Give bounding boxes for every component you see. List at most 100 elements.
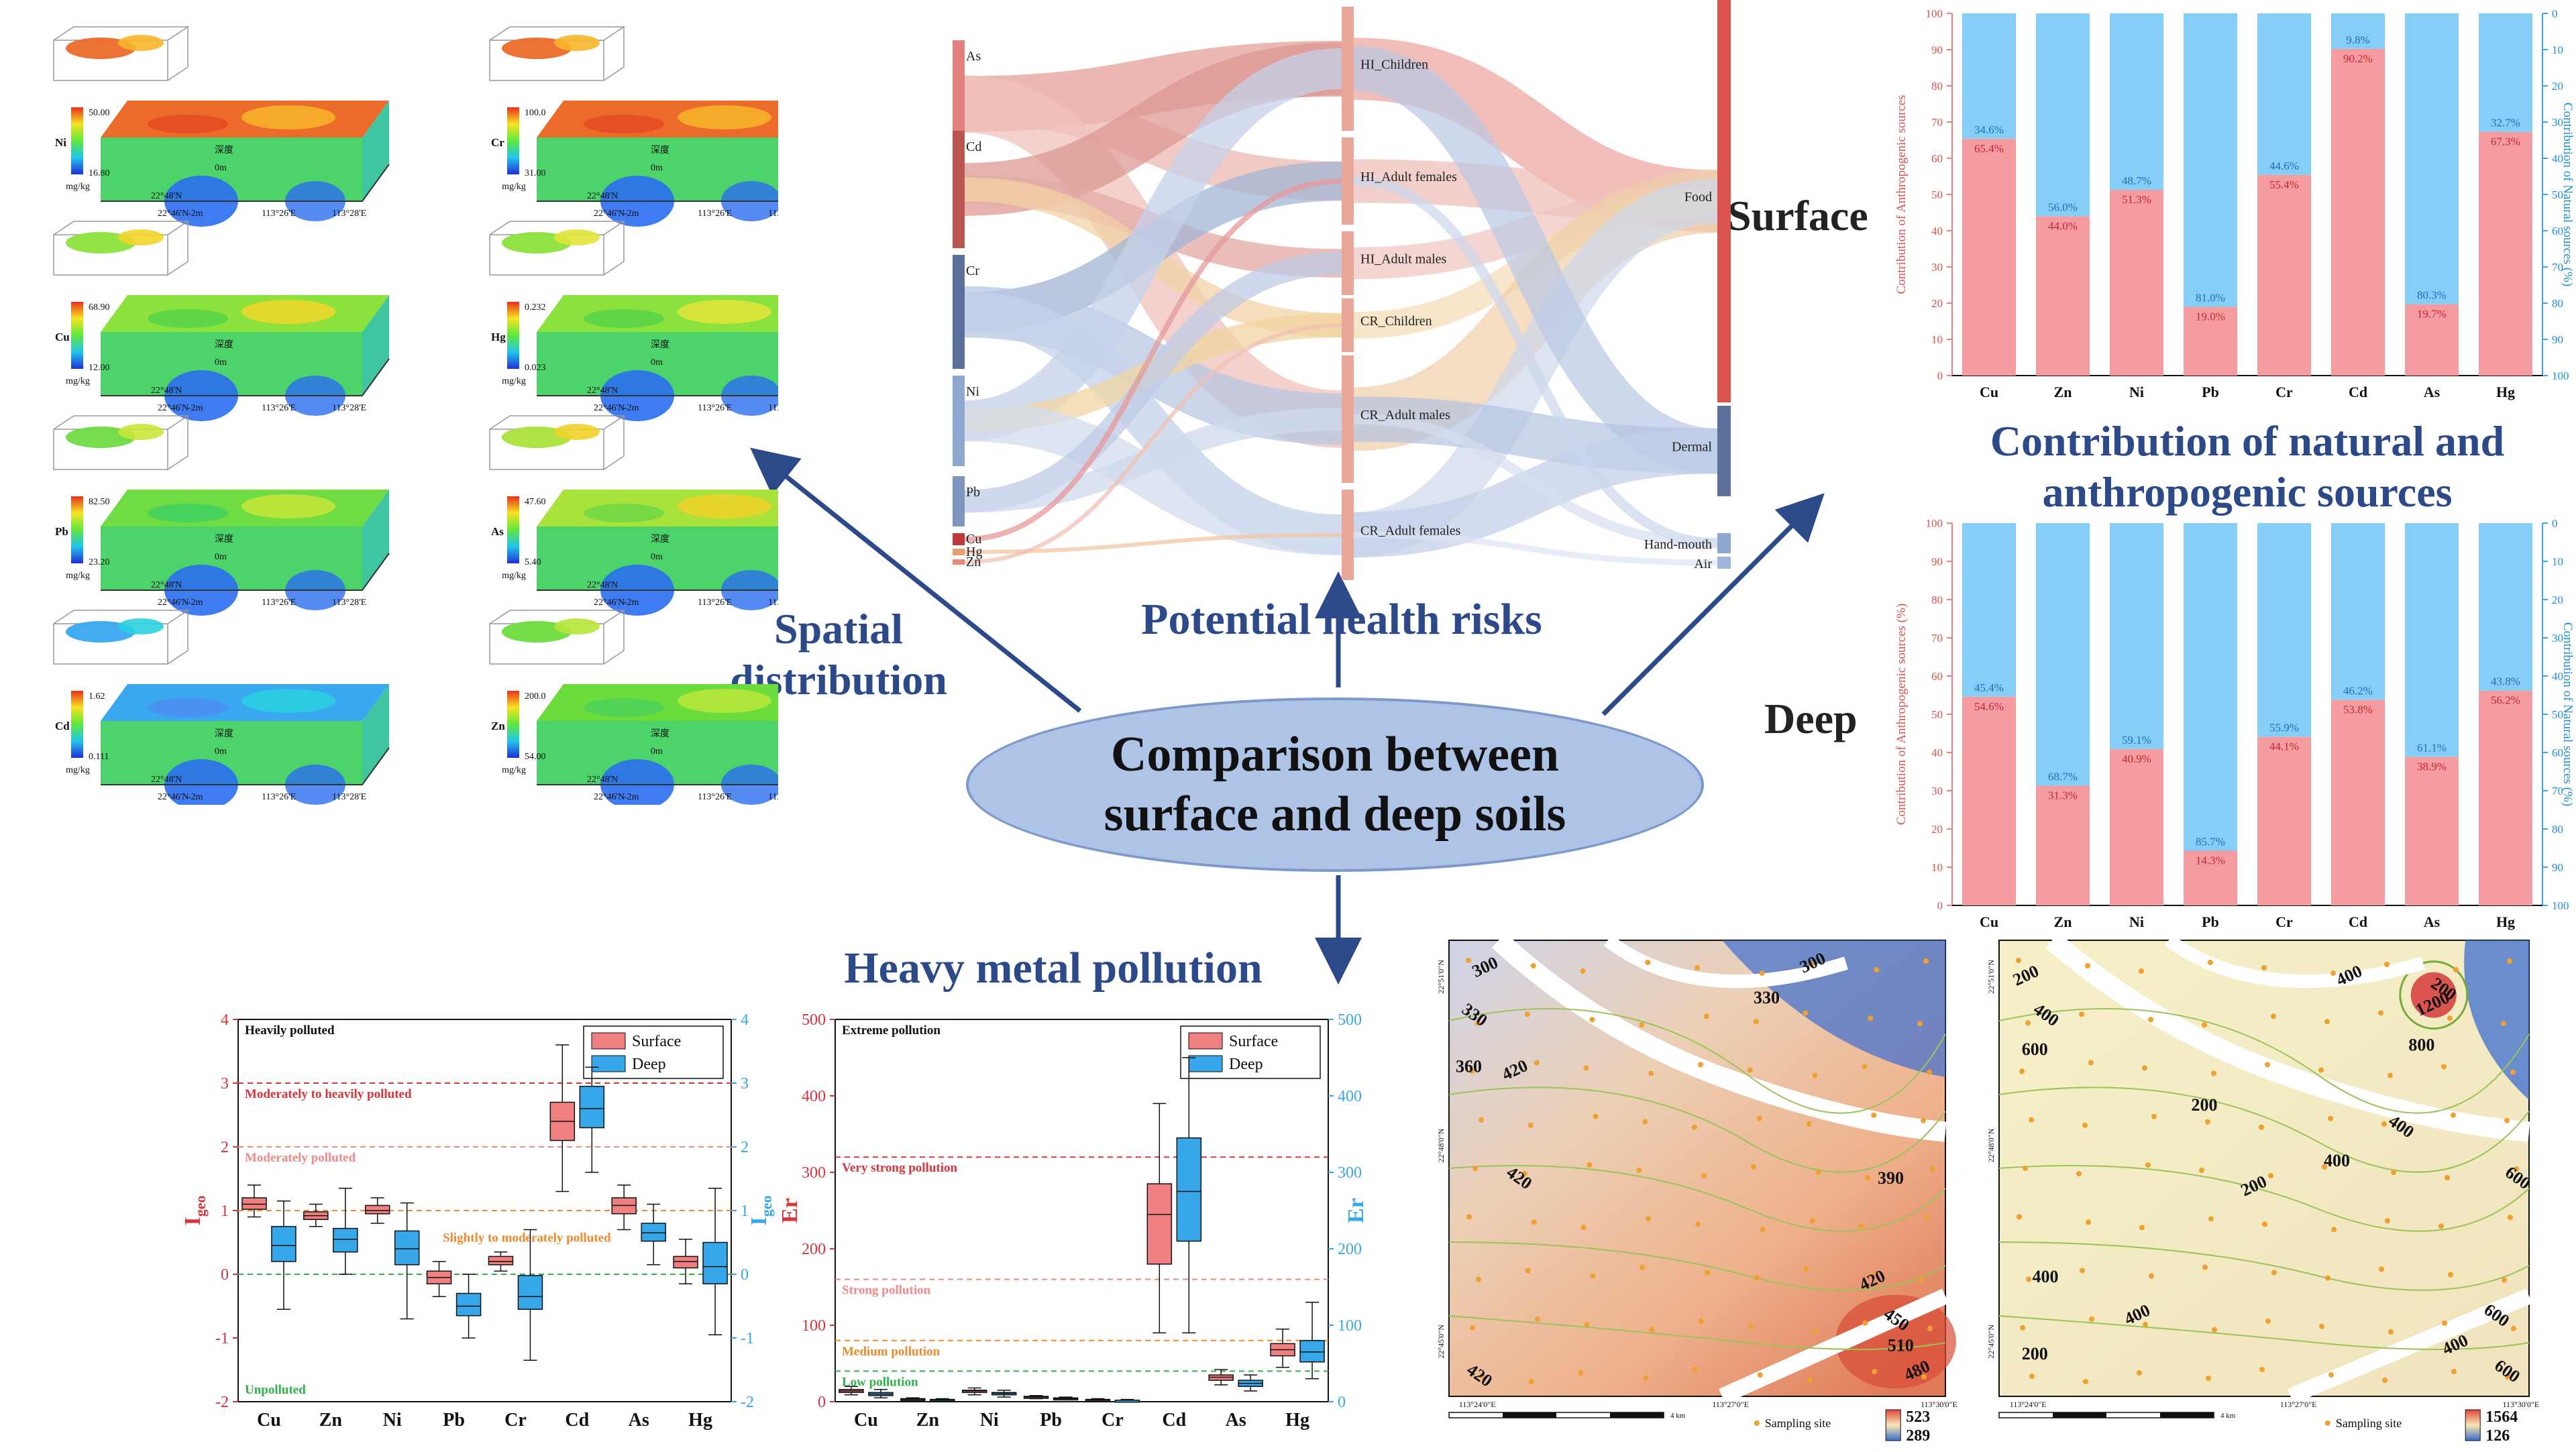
map-sampling-point <box>2023 1166 2028 1171</box>
map-sampling-point <box>1921 1117 1926 1123</box>
map3d-d2-label: -2m <box>624 403 639 413</box>
bar-anthropogenic <box>2257 174 2311 376</box>
map-sampling-point <box>2441 1064 2447 1070</box>
map3d-d2-label: -2m <box>624 209 639 219</box>
map-sampling-point <box>1862 1064 1868 1070</box>
bar-label-natural: 59.1% <box>2122 734 2151 746</box>
box-threshold-label: Slightly to moderately polluted <box>443 1231 611 1245</box>
map-sampling-point <box>2382 1378 2387 1383</box>
center-line-1: Comparison between <box>1110 727 1560 783</box>
map-hot-spot <box>2410 972 2457 1018</box>
bar-label-natural: 43.8% <box>2491 675 2520 688</box>
map-sampling-point <box>1701 1173 1707 1178</box>
map-sampling-point <box>2381 1121 2387 1127</box>
bar-label-natural: 68.7% <box>2048 771 2078 783</box>
map3d-min: 31.00 <box>525 168 546 178</box>
map-sampling-point <box>1859 1223 1865 1229</box>
map-contour-label: 200 <box>2192 1095 2218 1115</box>
box-ytick-label: 500 <box>802 1011 826 1029</box>
sankey-node-left <box>953 131 965 248</box>
map-sampling-point <box>1479 1117 1484 1123</box>
box-iqr <box>455 1292 482 1317</box>
map3d-preview-edges <box>53 221 190 276</box>
map3d-depth-label: 深度 <box>215 339 233 350</box>
map3d-max: 47.60 <box>525 497 546 507</box>
map-colorbar-min: 289 <box>1906 1427 1930 1445</box>
map3d-top-spot <box>241 689 335 713</box>
bar-ytick-label: 80 <box>1931 80 1943 93</box>
map-colorbar-max: 523 <box>1906 1408 1930 1426</box>
box-category: Cu <box>854 1410 878 1431</box>
bar-category: Cu <box>1980 913 1998 930</box>
map-sampling-point <box>2442 1320 2447 1326</box>
map-sampling-point <box>1813 1329 1819 1335</box>
box-y2tick-label: 1 <box>741 1203 749 1220</box>
map-sampling-point <box>2089 1316 2094 1322</box>
bar-anthropogenic <box>1962 138 2016 376</box>
map3d-top-spot <box>241 494 335 518</box>
map-sampling-point <box>2020 1325 2025 1331</box>
map3d-lat2: 22°46'N <box>594 792 625 802</box>
box-iqr <box>394 1230 420 1266</box>
bar-y2tick-label: 10 <box>2552 44 2563 56</box>
box-y2tick-label: 100 <box>1338 1317 1362 1335</box>
box-threshold-label: Very strong pollution <box>842 1161 958 1175</box>
box-y2tick-label: 500 <box>1338 1011 1362 1029</box>
map3d-top-spot <box>678 689 771 713</box>
map3d-side-face <box>362 295 389 396</box>
map-sampling-point <box>1524 1011 1530 1017</box>
bar-label-anthro: 55.4% <box>2269 178 2299 191</box>
map-river-2 <box>2164 934 2425 989</box>
bar-anthropogenic <box>2257 736 2311 905</box>
sankey-label-right: Dermal <box>1672 440 1712 455</box>
map3d-top-spot <box>241 105 335 129</box>
title-pollution: Heavy metal pollution <box>844 944 1263 993</box>
map-sampling-point <box>2085 963 2090 968</box>
map3d-zn: 深度0m-2m22°48'N22°46'N113°26'E113°28'E200… <box>489 610 826 810</box>
map-contour-label: 390 <box>1878 1168 1904 1188</box>
bar-anthropogenic <box>2184 306 2237 376</box>
map-sampling-point <box>1747 1067 1753 1073</box>
box-y2label-main: I <box>747 1217 771 1225</box>
map-sampling-point <box>2378 1010 2383 1016</box>
map-sampling-point <box>1648 1070 1654 1076</box>
box-ytick-label: -2 <box>215 1394 229 1411</box>
map-scale-fill <box>1503 1412 1556 1418</box>
map-contour-label: 360 <box>1456 1056 1482 1076</box>
sankey-label-left: Zn <box>966 555 981 569</box>
map3d-depth-label: 深度 <box>651 145 669 156</box>
bar-category: As <box>2424 384 2440 400</box>
map3d-colorbar <box>507 107 519 174</box>
map-lat-label: 22°51'0"N <box>1986 960 1996 994</box>
bar-y2tick-label: 70 <box>2552 261 2563 274</box>
box-legend-surface-swatch <box>1188 1032 1223 1050</box>
sankey-label-middle: HI_Children <box>1360 58 1428 72</box>
bar-label-natural: 85.7% <box>2196 835 2225 848</box>
map3d-min: 0.111 <box>89 752 109 762</box>
arrow-contribution <box>1601 493 1825 716</box>
map3d-lon1: 113°26'E <box>698 209 732 219</box>
map3d-max: 50.00 <box>89 108 110 118</box>
map-river-3 <box>1719 1288 1949 1404</box>
bar-label-natural: 56.0% <box>2048 201 2078 213</box>
bar-y2tick-label: 80 <box>2552 297 2563 310</box>
bar-anthropogenic <box>2405 757 2459 905</box>
box-category: Pb <box>443 1410 465 1431</box>
map-sampling-point <box>1692 1124 1697 1130</box>
map-sampling-point <box>1640 1264 1646 1270</box>
map3d-top-spot-2 <box>148 698 228 717</box>
map3d-lat1: 22°48'N <box>151 386 182 396</box>
box-ytick-label: 0 <box>221 1266 229 1284</box>
bar-natural <box>2184 13 2237 307</box>
map3d-preview-blob-2 <box>554 618 600 634</box>
map3d-min: 0.023 <box>525 363 546 373</box>
bar-category: Pb <box>2202 913 2219 930</box>
map-sampling-point <box>2271 1270 2277 1276</box>
map3d-d0-label: 0m <box>651 746 663 757</box>
map-sampling-point <box>1470 1325 1475 1331</box>
